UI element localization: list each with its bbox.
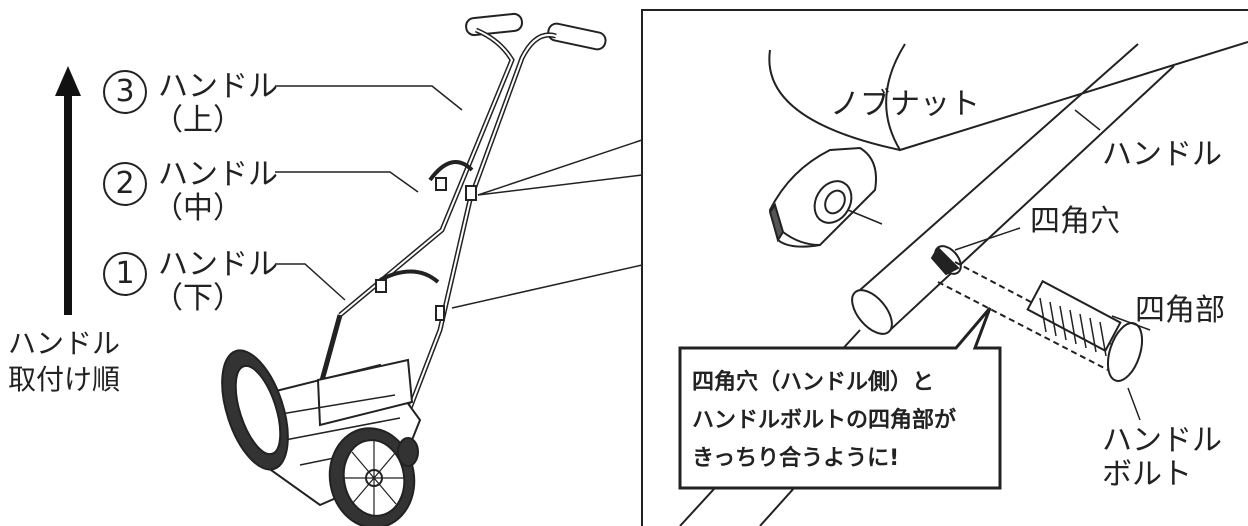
- handle-label-1: ハンドル: [158, 247, 278, 282]
- detail-frame: [641, 9, 1248, 526]
- handle-number-1: 1: [103, 252, 147, 296]
- handle-position-1: （下）: [153, 281, 243, 316]
- detail-leaders: [954, 109, 1151, 421]
- handle-leaders: [275, 85, 463, 301]
- callout-text: 四角穴（ハンドル側）と ハンドルボルトの四角部が きっちり合うように!: [692, 364, 992, 478]
- square-hole-label: 四角穴: [1030, 204, 1120, 239]
- callout-line-1: 四角穴（ハンドル側）と: [692, 370, 935, 395]
- handle-bolt-illustration: [937, 261, 1144, 382]
- handle-position-2: （中）: [153, 191, 243, 226]
- order-caption-line-2: 取付け順: [8, 363, 121, 396]
- knob-nut-label: ノブナット: [830, 87, 980, 122]
- knob-nut-illustration: [768, 146, 883, 248]
- callout-box: [678, 307, 1002, 490]
- handle-label-2: ハンドル: [158, 157, 278, 192]
- handle-label-3: ハンドル: [158, 69, 278, 104]
- order-caption: ハンドル 取付け順: [8, 326, 120, 398]
- lawn-mower-illustration: [221, 12, 607, 526]
- handle-number-3: 3: [103, 70, 147, 114]
- handle-detail-label: ハンドル: [1102, 137, 1222, 172]
- handle-bolt-label-line-2: ボルト: [1102, 457, 1192, 492]
- handle-bolt-label-line-1: ハンドル: [1102, 423, 1222, 458]
- square-part-label: 四角部: [1135, 293, 1225, 328]
- order-caption-line-1: ハンドル: [8, 327, 121, 360]
- callout-line-2: ハンドルボルトの四角部が: [692, 408, 957, 433]
- handle-position-3: （上）: [153, 103, 243, 138]
- up-arrow-icon: [55, 66, 81, 315]
- handle-number-2: 2: [103, 162, 147, 206]
- detail-zoom-lines: [451, 139, 643, 309]
- callout-line-3: きっちり合うように!: [692, 446, 900, 471]
